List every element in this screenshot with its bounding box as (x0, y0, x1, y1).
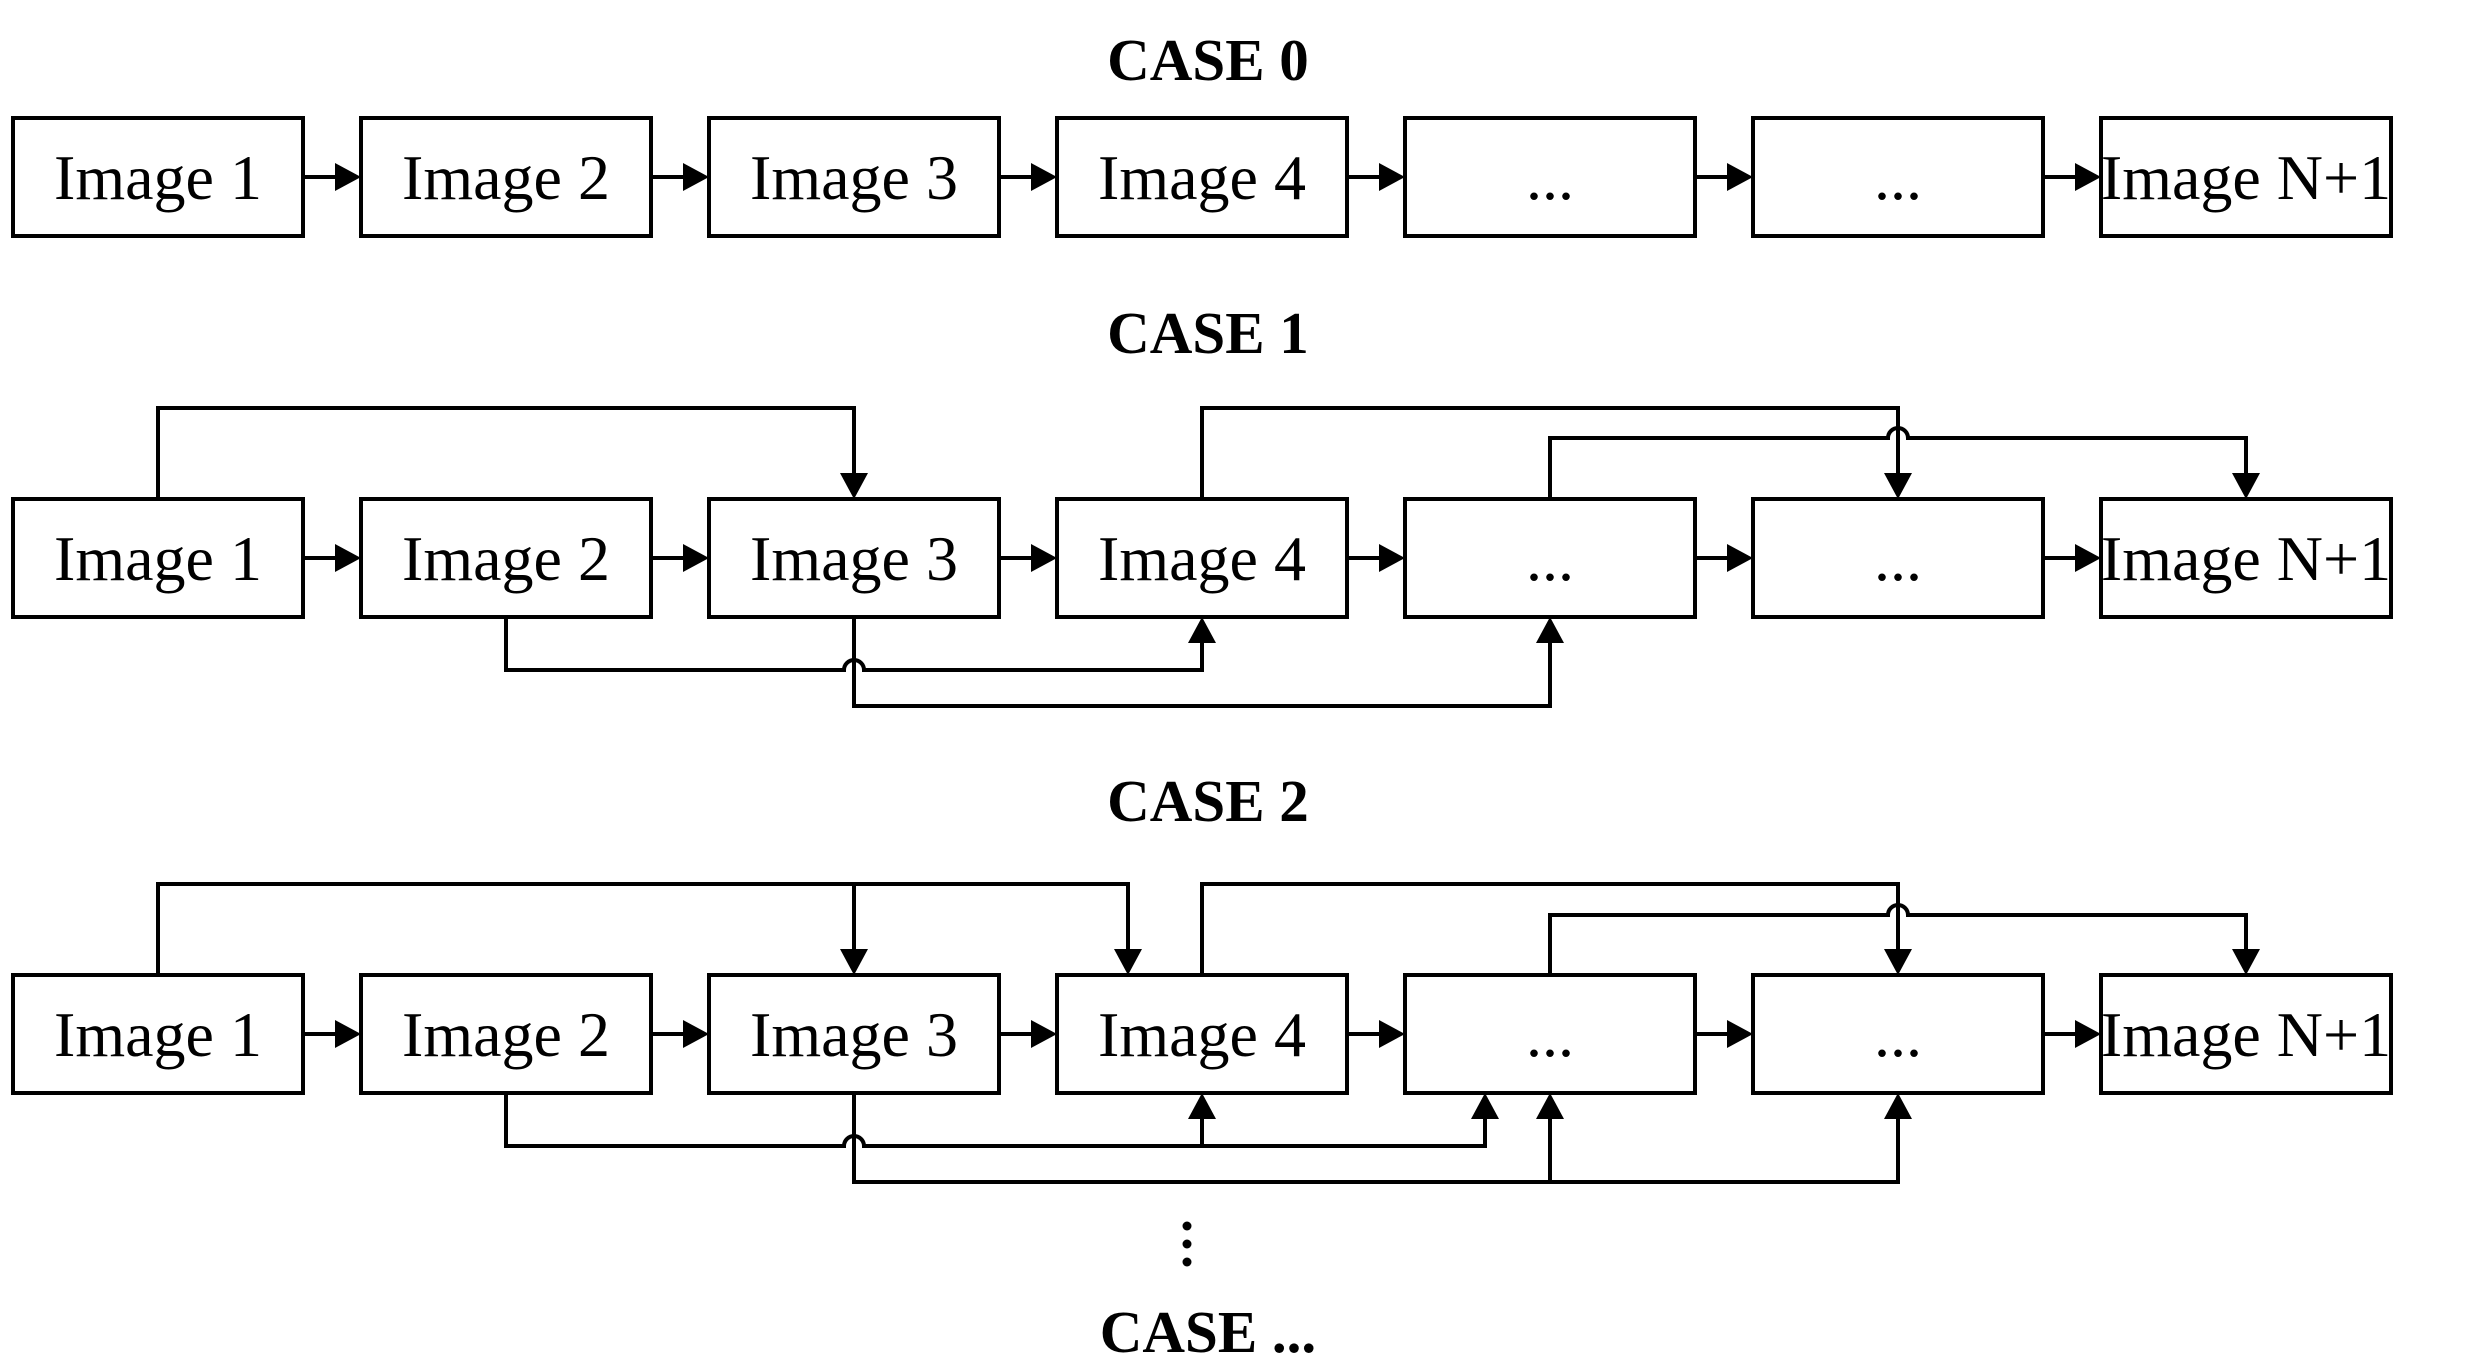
arrowhead-up (1884, 1093, 1912, 1119)
connector-line (852, 617, 1552, 708)
arrowhead-down (840, 949, 868, 975)
arrowhead-right (1379, 544, 1405, 572)
case-2-box-6 (1751, 973, 2045, 1095)
case-0-box-3-label: Image 3 (750, 142, 958, 213)
arrowhead-up (1188, 617, 1216, 643)
arrowhead-right (335, 163, 361, 191)
arrowhead-up (1188, 1093, 1216, 1119)
case-0-box-4-label: Image 4 (1098, 142, 1306, 213)
case-2-box-7 (2099, 973, 2393, 1095)
case-1-box-2-label: Image 2 (402, 523, 610, 594)
arrowhead-right (1727, 1020, 1753, 1048)
case-0-box-5-label: ... (1526, 142, 1574, 213)
case-1-box-4-label: Image 4 (1098, 523, 1306, 594)
case-0-box-2-label: Image 2 (402, 142, 610, 213)
arrowhead-down (1114, 949, 1142, 975)
case-0-box-2 (359, 116, 653, 238)
case-2-title: CASE 2 (1107, 768, 1309, 834)
case-1-box-7-label: Image N+1 (2101, 523, 2391, 594)
arrowhead-right (1031, 1020, 1057, 1048)
case-1-box-6 (1751, 497, 2045, 619)
case-1-box-5-label: ... (1526, 523, 1574, 594)
case-2-box-4-label: Image 4 (1098, 999, 1306, 1070)
case-2-box-5 (1403, 973, 1697, 1095)
arrowhead-right (335, 1020, 361, 1048)
arrowhead-right (2075, 544, 2101, 572)
arrowhead-right (2075, 1020, 2101, 1048)
arrowhead-right (1727, 163, 1753, 191)
arrowhead-right (683, 163, 709, 191)
arrowhead-right (1727, 544, 1753, 572)
case-0-box-1 (11, 116, 305, 238)
connector-line (156, 406, 856, 499)
connector-line (852, 1093, 1900, 1184)
arrowhead-right (1379, 1020, 1405, 1048)
arrowhead-right (683, 544, 709, 572)
vertical-ellipsis (1182, 1221, 1192, 1267)
case-1-title: CASE 1 (1107, 300, 1309, 366)
case-1-box-1 (11, 497, 305, 619)
arrowhead-down (840, 473, 868, 499)
arrowhead-right (2075, 163, 2101, 191)
case-0-row: Image 1 Image 2 Image 3 Image 4...... Image … (11, 116, 2393, 238)
case-0-box-6-label: ... (1874, 142, 1922, 213)
connector-line (1548, 903, 2248, 975)
case-1-box-3-label: Image 3 (750, 523, 958, 594)
case-0-box-5 (1403, 116, 1697, 238)
arrowhead-down (1884, 473, 1912, 499)
case-2-box-1-label: Image 1 (54, 999, 262, 1070)
case-1-box-6-label: ... (1874, 523, 1922, 594)
case-1-row: Image 1 Image 2 Image 3 Image 4...... Image … (11, 497, 2393, 619)
connector-line (1200, 406, 1900, 499)
connector-line (1548, 426, 2248, 499)
case-2-box-7-label: Image N+1 (2101, 999, 2391, 1070)
arrowhead-up (1471, 1093, 1499, 1119)
case-0-box-7-label: Image N+1 (2101, 142, 2391, 213)
case-0-box-1-label: Image 1 (54, 142, 262, 213)
arrowhead-down (2232, 949, 2260, 975)
case-1-box-3 (707, 497, 1001, 619)
connector-line (156, 882, 1130, 975)
arrowhead-right (683, 1020, 709, 1048)
connector-line (1200, 882, 1900, 975)
case-1-box-5 (1403, 497, 1697, 619)
case-0-title: CASE 0 (1107, 27, 1309, 93)
arrowhead-right (1379, 163, 1405, 191)
arrowhead-right (1031, 544, 1057, 572)
case-0-box-3 (707, 116, 1001, 238)
arrowhead-down (1884, 949, 1912, 975)
case-2-row: Image 1 Image 2 Image 3 Image 4...... Image … (11, 973, 2393, 1095)
connector-line (504, 1093, 1487, 1148)
case-2-box-2-label: Image 2 (402, 999, 610, 1070)
arrowhead-right (1031, 163, 1057, 191)
case-0-box-7 (2099, 116, 2393, 238)
case-2-box-6-label: ... (1874, 999, 1922, 1070)
case-2-box-3-label: Image 3 (750, 999, 958, 1070)
final-case-title: CASE ... (1100, 1299, 1316, 1365)
case-1-box-1-label: Image 1 (54, 523, 262, 594)
arrowhead-up (1536, 617, 1564, 643)
arrowhead-up (1536, 1093, 1564, 1119)
case-2-box-5-label: ... (1526, 999, 1574, 1070)
arrowhead-down (2232, 473, 2260, 499)
arrowhead-right (335, 544, 361, 572)
